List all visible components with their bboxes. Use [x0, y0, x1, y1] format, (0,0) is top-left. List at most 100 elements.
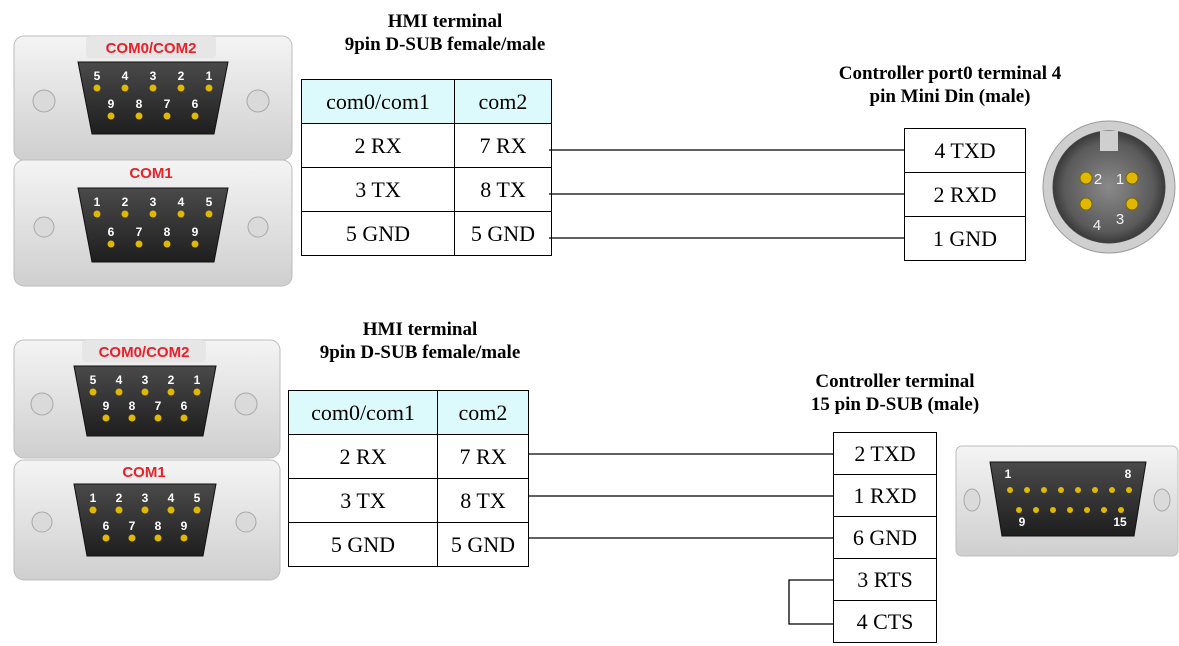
dsub15-connector: 1 8 9 15 [955, 445, 1179, 557]
pin-dot [205, 210, 213, 218]
pin-dot [121, 210, 129, 218]
dsub15-pin-label: 1 [1005, 467, 1012, 481]
pin-dot [141, 388, 149, 396]
screw-icon [30, 392, 54, 416]
pin-dot [89, 388, 97, 396]
din-pin-label: 2 [1094, 171, 1102, 188]
dsub9-face-icon [77, 61, 229, 135]
controller-title-1-line2: pin Mini Din (male) [869, 86, 1031, 107]
dsub9-pin-number: 4 [168, 491, 175, 505]
dsub9-pin-number: 4 [122, 69, 129, 83]
pin-dot [89, 506, 97, 514]
screw-icon [963, 488, 981, 512]
pin-dot [163, 240, 171, 248]
pin-dot [154, 414, 162, 422]
pin-dot [1084, 507, 1090, 513]
pin-dot [107, 240, 115, 248]
pin-dot [102, 414, 110, 422]
controller-pin-cell: 4 CTS [833, 600, 937, 643]
dsub15-face-icon [989, 461, 1147, 537]
dsub9-face-icon [73, 365, 217, 437]
screw-icon [33, 216, 55, 238]
pin-dot [167, 388, 175, 396]
hmi-title-1-line2: 9pin D-SUB female/male [344, 34, 546, 55]
controller-pin-table-2: 2 TXD 1 RXD 6 GND 3 RTS 4 CTS [833, 432, 937, 643]
pin-dot [1075, 487, 1081, 493]
dsub9-pin-number: 6 [181, 399, 188, 413]
dsub9-pin-number: 2 [168, 373, 175, 387]
dsub9-pin-number: 6 [103, 519, 110, 533]
pin-dot [128, 534, 136, 542]
din-pin-label: 1 [1116, 171, 1124, 188]
pin-dot [1016, 507, 1022, 513]
pin-cell: 5 GND [288, 522, 438, 567]
pin-dot [121, 84, 129, 92]
controller-title-2: Controller terminal 15 pin D-SUB (male) [760, 370, 1030, 416]
hmi-pin-table-2: com0/com1 com2 2 RX 7 RX 3 TX 8 TX 5 GND… [288, 390, 529, 567]
pin-cell: 3 TX [288, 478, 438, 523]
dsub9-pin-number: 2 [116, 491, 123, 505]
pin-dot [163, 112, 171, 120]
pin-cell: 3 TX [301, 167, 455, 212]
pin-dot [1041, 487, 1047, 493]
dsub9-pin-number: 8 [164, 225, 171, 239]
pin-dot [93, 84, 101, 92]
pin-cell: 2 RX [301, 123, 455, 168]
dsub9-pin-number: 4 [178, 195, 185, 209]
controller-pin-cell: 1 RXD [833, 474, 937, 517]
hmi-title-2-line1: HMI terminal [362, 319, 478, 340]
pin-cell: 5 GND [454, 211, 552, 256]
screw-icon [247, 216, 269, 238]
dsub9-pin-number: 2 [122, 195, 129, 209]
dsub9-pin-number: 1 [206, 69, 213, 83]
controller-pin-cell: 4 TXD [904, 128, 1026, 173]
dsub9-pin-number: 5 [194, 491, 201, 505]
pin-dot [205, 84, 213, 92]
dsub9-pin-number: 2 [178, 69, 185, 83]
hmi-title-2-line2: 9pin D-SUB female/male [319, 342, 521, 363]
pin-dot [1024, 487, 1030, 493]
pin-dot [115, 388, 123, 396]
pin-cell: 8 TX [454, 167, 552, 212]
dsub9-pin-number: 9 [108, 97, 115, 111]
controller-title-2-line2: 15 pin D-SUB (male) [810, 394, 980, 415]
controller-title-2-line1: Controller terminal [815, 371, 975, 392]
screw-icon [235, 511, 257, 533]
pin-dot [1033, 507, 1039, 513]
pin-dot [135, 112, 143, 120]
pin-dot [1067, 507, 1073, 513]
pin-cell: 2 RX [288, 434, 438, 479]
pin-dot [1126, 487, 1132, 493]
pin-dot [177, 84, 185, 92]
dsub9-face-icon [77, 187, 229, 263]
pin-dot [177, 210, 185, 218]
pin-dot [107, 112, 115, 120]
din-pin-label: 3 [1116, 211, 1124, 228]
pin-dot [1058, 487, 1064, 493]
pin-dot [149, 210, 157, 218]
pin-dot [191, 112, 199, 120]
dsub9-pin-number: 6 [192, 97, 199, 111]
dsub9-pin-number: 8 [129, 399, 136, 413]
dsub9-pin-number: 1 [94, 195, 101, 209]
hmi-title-1: HMI terminal 9pin D-SUB female/male [300, 10, 590, 56]
controller-pin-cell: 6 GND [833, 516, 937, 559]
pin-dot [193, 388, 201, 396]
dsub15-pin-label: 15 [1113, 515, 1127, 529]
pin-dot [1007, 487, 1013, 493]
dsub9-pin-number: 7 [155, 399, 162, 413]
dsub9-pin-number: 1 [194, 373, 201, 387]
dsub9-pin-number: 9 [103, 399, 110, 413]
pin-cell: 5 GND [437, 522, 529, 567]
controller-pin-cell: 2 RXD [904, 172, 1026, 217]
dsub9-pin-number: 5 [90, 373, 97, 387]
pin-dot [180, 414, 188, 422]
com0-com2-label: COM0/COM2 [106, 40, 197, 57]
pin-dot [180, 534, 188, 542]
controller-pin-table-1: 4 TXD 2 RXD 1 GND [904, 128, 1026, 261]
hmi-title-2: HMI terminal 9pin D-SUB female/male [270, 318, 570, 364]
dsub9-pin-number: 4 [116, 373, 123, 387]
com0-com2-label: COM0/COM2 [99, 344, 190, 361]
